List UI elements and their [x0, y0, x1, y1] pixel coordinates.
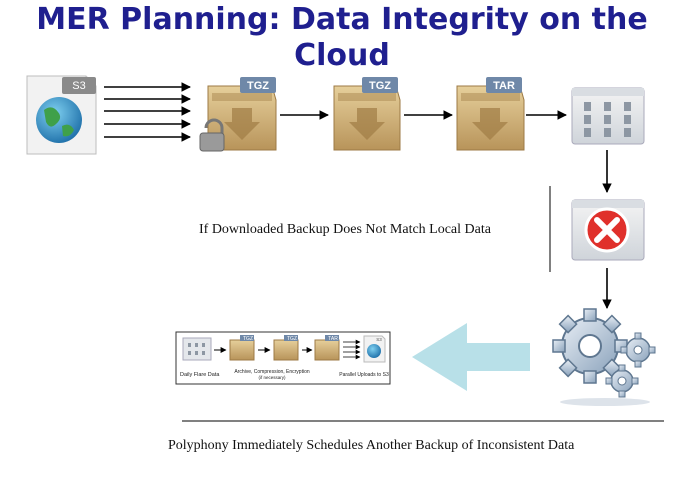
reschedule-caption: Polyphony Immediately Schedules Another … [168, 438, 575, 453]
error-window-icon [571, 199, 645, 261]
thumb-s3-label: S3 [376, 337, 382, 342]
lock-icon [199, 118, 225, 152]
tgz-box-icon [333, 77, 401, 151]
thumb-left-caption: Daily Flare Data [180, 372, 220, 378]
page-title: MER Planning: Data Integrity on the Clou… [0, 2, 684, 74]
mismatch-caption: If Downloaded Backup Does Not Match Loca… [199, 222, 491, 237]
thumb-mid-caption-1: Archive, Compression, Encryption [234, 369, 310, 375]
thumb-box3-label: TAR [328, 336, 338, 342]
thumb-box2-label: TGZ [287, 336, 297, 342]
s3-label: S3 [72, 80, 85, 92]
thumb-box1-label: TGZ [243, 336, 253, 342]
big-left-arrow [412, 323, 530, 391]
box3-label: TAR [493, 80, 515, 92]
tar-box-icon [456, 77, 525, 151]
gears-icon [552, 308, 656, 406]
thumb-right-caption: Parallel Uploads to S3 [339, 372, 389, 378]
box2-label: TGZ [369, 80, 391, 92]
title-line-1: MER Planning: Data Integrity on the [36, 2, 648, 37]
box1-label: TGZ [247, 80, 269, 92]
title-line-2: Cloud [294, 38, 390, 73]
file-grid-window-icon [571, 87, 645, 145]
tgz-box-encrypted-icon [199, 77, 277, 152]
thumb-mid-caption-2: (if necessary) [258, 375, 286, 380]
parallel-upload-arrows [104, 82, 191, 142]
pipeline-thumbnail: TGZ TGZ TAR S3 Daily Flare Data Archive,… [175, 331, 391, 385]
s3-document-icon [26, 75, 97, 155]
